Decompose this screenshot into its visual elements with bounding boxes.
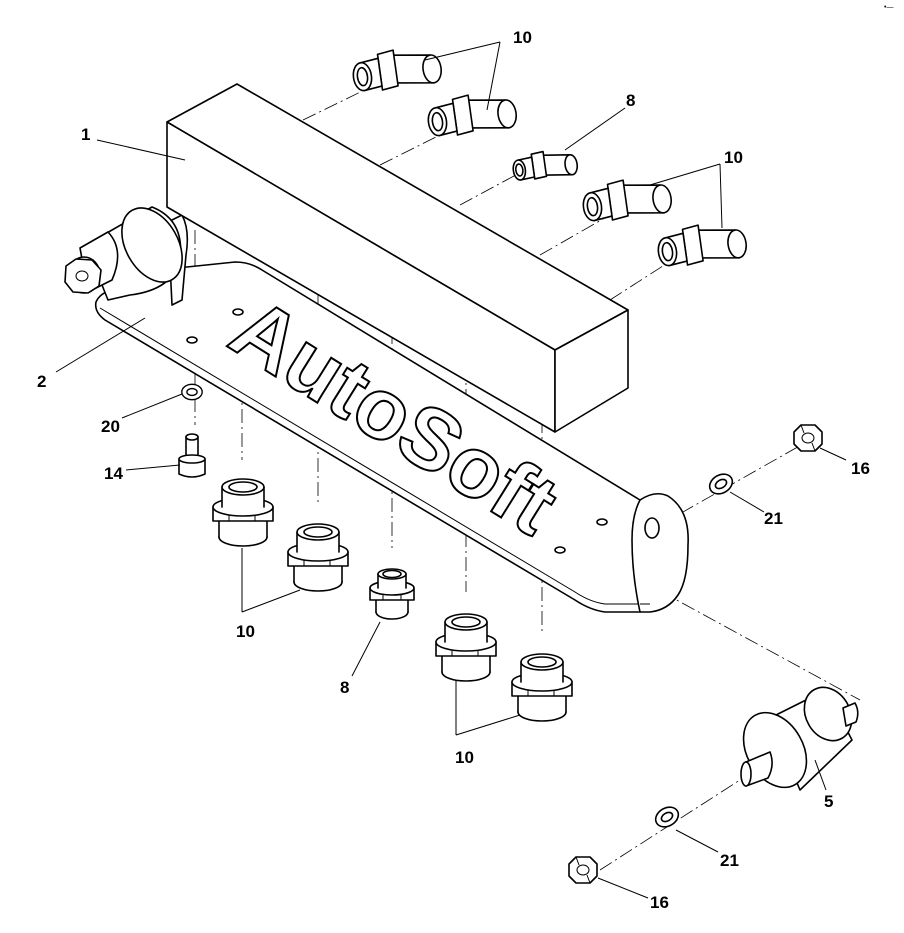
rubber-mount	[740, 686, 859, 791]
fitting-10-upper-4	[654, 218, 749, 270]
fitting-8-upper	[510, 146, 580, 184]
leader-lines	[55, 41, 847, 899]
callout-10-top-left: 10	[513, 28, 532, 47]
fitting-10-upper-1	[349, 43, 444, 95]
washer-20	[181, 383, 203, 401]
nut-16-lower	[568, 856, 598, 884]
fitting-10-upper-3	[579, 173, 674, 225]
washer-21-upper	[705, 469, 737, 499]
fitting-10-lower-4	[511, 653, 573, 722]
callout-2: 2	[37, 372, 46, 391]
callout-10-top-right: 10	[724, 148, 743, 167]
nut-16-upper	[793, 424, 823, 452]
fitting-10-lower-1	[212, 478, 274, 547]
callout-20: 20	[101, 417, 120, 436]
washer-21-lower	[651, 802, 683, 832]
callout-10-bottom-right: 10	[455, 748, 474, 767]
callout-14: 14	[104, 464, 123, 483]
pressure-sensor	[64, 206, 183, 301]
fitting-10-lower-3	[435, 613, 497, 682]
bolt-14	[178, 433, 206, 478]
fitting-8-lower	[369, 568, 415, 620]
callouts: 1 2 5 8 8 10 10 10 10 14 16 16 20 21 21	[37, 28, 870, 912]
callout-8-lower: 8	[340, 678, 349, 697]
callout-10-bottom-left: 10	[236, 622, 255, 641]
fitting-10-lower-2	[287, 523, 349, 592]
callout-21-lower: 21	[720, 851, 739, 870]
manifold-block	[166, 83, 629, 433]
callout-16-lower: 16	[650, 893, 669, 912]
callout-21-upper: 21	[764, 509, 783, 528]
callout-5: 5	[824, 792, 833, 811]
callout-1: 1	[81, 125, 90, 144]
callout-16-upper: 16	[851, 459, 870, 478]
fitting-10-upper-2	[424, 88, 519, 140]
callout-8-upper: 8	[626, 91, 635, 110]
mounting-bracket	[94, 214, 689, 613]
corner-mark: •—	[884, 4, 893, 11]
